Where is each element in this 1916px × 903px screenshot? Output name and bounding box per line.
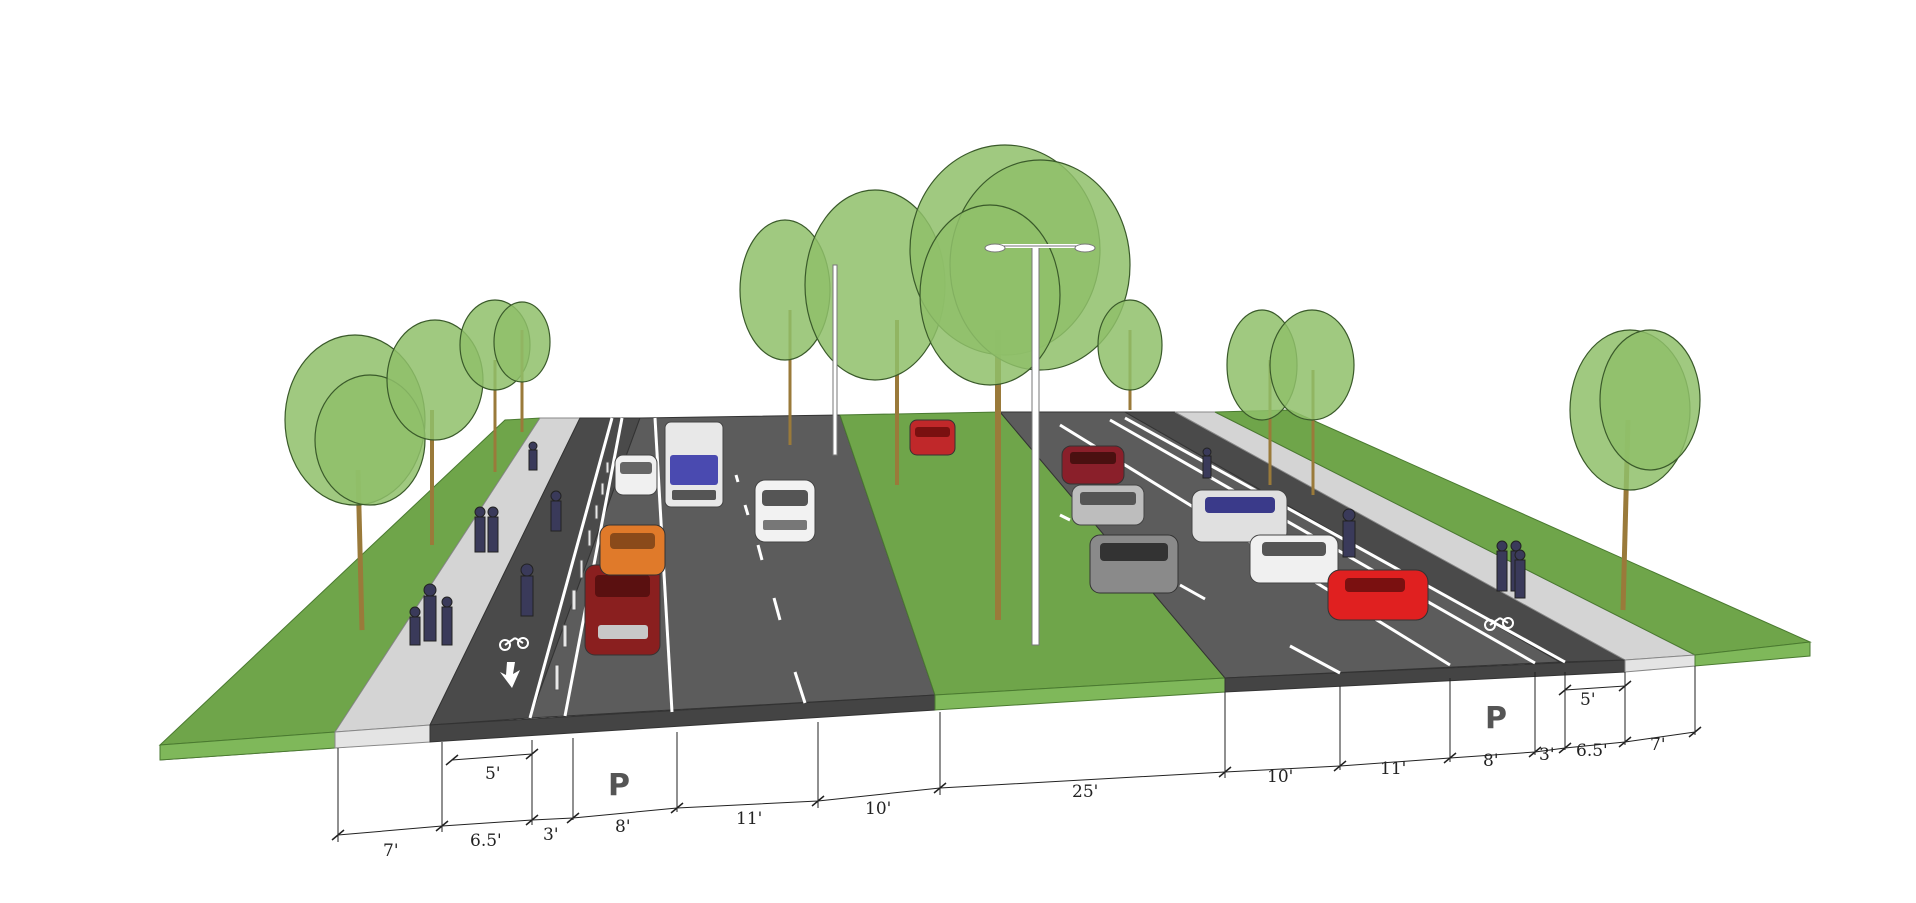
- vehicles: [584, 419, 1429, 656]
- tree-icon: [1569, 329, 1701, 611]
- car-icon: [909, 419, 956, 456]
- dim-label: 10': [1267, 767, 1293, 787]
- pedestrian-icon: [474, 506, 486, 553]
- car-icon: [584, 564, 661, 656]
- dim-label: 8': [1483, 751, 1499, 771]
- parking-marker-left: P: [608, 768, 630, 803]
- parking-marker-right: P: [1485, 701, 1507, 736]
- street-light-icon: [984, 243, 1096, 646]
- pedestrian-icon: [1202, 447, 1212, 479]
- dim-label: 8': [615, 817, 631, 837]
- car-icon: [1061, 445, 1125, 485]
- tree-icon: [493, 301, 551, 432]
- lane-dash-right-4: [1059, 513, 1071, 522]
- people: [409, 441, 1526, 646]
- cyclist-icon: [550, 490, 562, 532]
- dim-label: 11': [736, 809, 762, 829]
- car-icon: [599, 524, 666, 576]
- bus-icon: [664, 421, 724, 508]
- car-icon: [1249, 534, 1339, 584]
- lane-dash-right-2: [1179, 583, 1206, 601]
- dim-label: 7': [383, 841, 399, 861]
- dimension-lines: [331, 666, 1702, 842]
- car-icon: [614, 454, 658, 496]
- pedestrian-icon: [409, 606, 421, 646]
- dimension-labels-right: 10' 11' 8' 3' 6.5' 7' 5': [1267, 690, 1666, 787]
- grass-front-right: [1694, 641, 1811, 667]
- dim-label: 6.5': [470, 831, 502, 851]
- car-icon: [1071, 484, 1145, 526]
- car-icon: [1327, 569, 1429, 621]
- lane-dash-left-2: [772, 597, 782, 621]
- car-icon: [1089, 534, 1179, 594]
- cyclist-icon: [528, 441, 538, 471]
- car-icon: [754, 479, 816, 543]
- dim-label: 5': [485, 764, 501, 784]
- dim-label-median: 25': [1072, 782, 1098, 802]
- bike-lane-line-left-1: [528, 417, 614, 719]
- bollard-icon: [571, 589, 577, 611]
- street-light-icon: [832, 264, 838, 456]
- bicycle-icon-right: [1484, 617, 1514, 631]
- lane-dash-left-1: [793, 671, 807, 704]
- tree-icon: [909, 144, 1131, 620]
- trees: [284, 144, 1701, 631]
- pedestrian-icon: [441, 596, 453, 646]
- dim-label: 10': [865, 799, 891, 819]
- cyclist-icon: [1342, 508, 1356, 558]
- pedestrian-icon: [1514, 549, 1526, 599]
- bollard-icon: [605, 461, 610, 474]
- dim-label: 6.5': [1576, 741, 1608, 761]
- lane-dash-left-4: [743, 504, 750, 516]
- dim-label: 7': [1650, 735, 1666, 755]
- dim-label: 5': [1580, 690, 1596, 710]
- car-icon: [1191, 489, 1288, 543]
- dimension-labels-left: 7' 6.5' 3' 8' 11' 10' 5': [383, 764, 891, 861]
- bollard-icon: [587, 529, 592, 547]
- lane-dash-left-3: [756, 544, 764, 561]
- bollard-icon: [554, 664, 560, 691]
- bollard-icon: [579, 559, 584, 579]
- bollards-left: [554, 461, 610, 691]
- tree-icon: [739, 219, 831, 445]
- arrow-down-icon: [500, 662, 520, 688]
- dim-label: 3': [1539, 745, 1555, 765]
- bicycle-icon-left: [499, 637, 529, 651]
- bollard-icon: [600, 482, 605, 496]
- pedestrian-icon: [1496, 540, 1508, 592]
- dim-label: 3': [543, 825, 559, 845]
- pedestrian-icon: [423, 583, 437, 642]
- tree-icon: [1097, 299, 1163, 410]
- cyclist-icon: [520, 563, 534, 617]
- tree-icon: [386, 319, 484, 545]
- bollard-icon: [594, 504, 599, 520]
- tree-icon: [1269, 309, 1355, 495]
- bollard-icon: [562, 624, 568, 648]
- dim-label: 11': [1380, 759, 1406, 779]
- lane-dash-left-5: [734, 474, 740, 483]
- pedestrian-icon: [487, 506, 499, 553]
- lane-dash-right-1: [1289, 644, 1341, 675]
